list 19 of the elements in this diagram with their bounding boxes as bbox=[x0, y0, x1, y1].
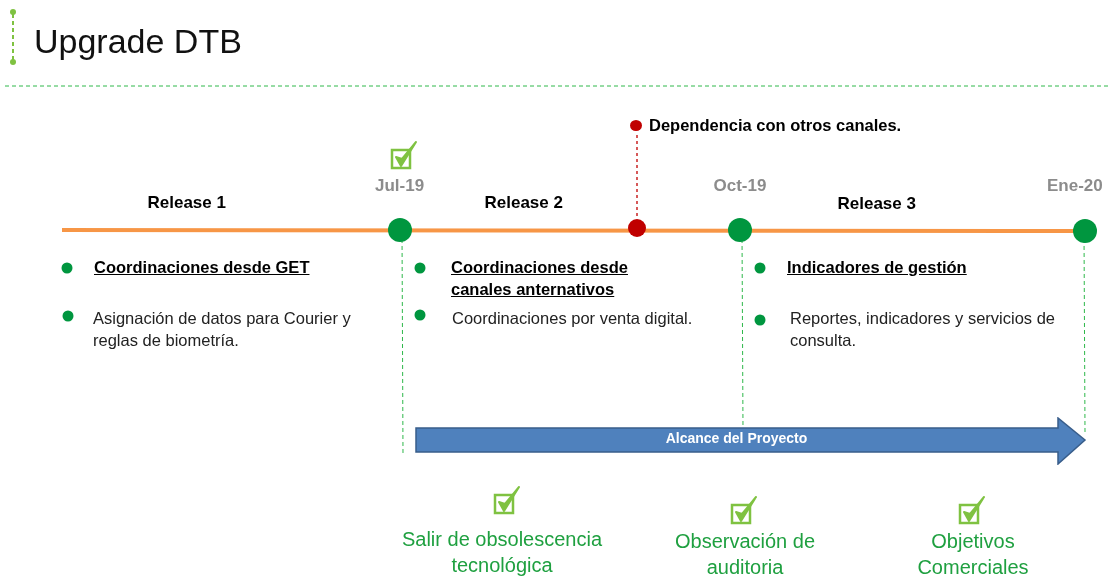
event-dot bbox=[628, 219, 646, 237]
section-heading: Indicadores de gestión bbox=[787, 257, 968, 278]
release-label: Release 3 bbox=[837, 194, 916, 214]
bullet-text: Reportes, indicadores y servicios de consulta. bbox=[790, 308, 1057, 351]
date-label: Jul-19 bbox=[375, 176, 425, 196]
goal-text: Observación de auditoria bbox=[673, 529, 817, 580]
date-label: Oct-19 bbox=[713, 176, 767, 196]
diagram-title: Upgrade DTB bbox=[34, 22, 242, 61]
section-heading: Coordinaciones desde GET bbox=[94, 257, 311, 278]
section-heading: Coordinaciones desde canales anternativos bbox=[451, 257, 629, 300]
release-label: Release 1 bbox=[147, 193, 226, 213]
bullet-text: Coordinaciones por venta digital. bbox=[452, 308, 694, 329]
release-label: Release 2 bbox=[484, 193, 563, 213]
goal-text: Salir de obsolescencia tecnológica bbox=[400, 527, 604, 578]
bullet-text: Asignación de datos para Courier y reglas de biometría. bbox=[93, 308, 352, 351]
goal-text: Objetivos Comerciales bbox=[916, 529, 1030, 580]
scope-arrow: Alcance del Proyecto bbox=[415, 417, 1087, 465]
date-label: Ene-20 bbox=[1047, 176, 1103, 196]
annotation-text: Dependencia con otros canales. bbox=[649, 116, 902, 135]
